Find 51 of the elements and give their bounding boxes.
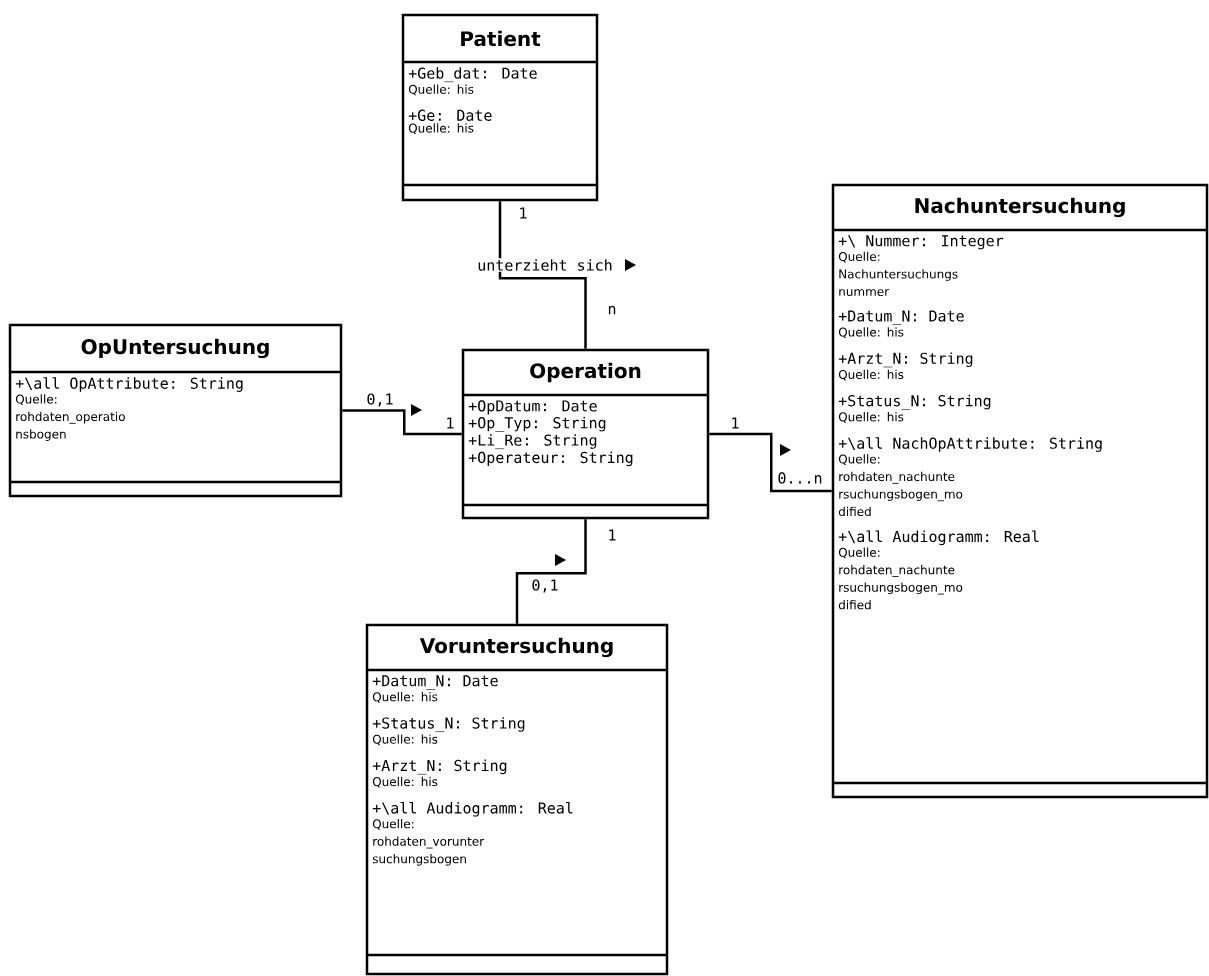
attribute-text: +OpDatum: Date (468, 400, 597, 415)
attribute-text: +Arzt_N: String (372, 759, 507, 775)
attribute-text: +Li_Re: String (468, 434, 597, 450)
class-name: Nachuntersuchung (915, 197, 1125, 218)
association-line (498, 201, 587, 349)
class-box (365, 623, 669, 976)
source-note: Quelle: rohdaten_vorunter suchungsbogen (372, 819, 485, 866)
source-note: Quelle: his (838, 369, 904, 381)
multiplicity-label: 0,1 (532, 579, 558, 593)
class-name: Voruntersuchung (419, 637, 613, 658)
attribute-text: +Arzt_N: String (838, 352, 973, 368)
class-box (461, 348, 710, 520)
attribute-text: +\ Nummer: Integer (838, 235, 1004, 250)
attribute-text: +\all NachOpAttribute: String (838, 437, 1102, 452)
multiplicity-label: 0,1 (367, 393, 393, 407)
attribute-text: +Ge: Date (408, 109, 492, 121)
class-name: OpUntersuchung (81, 338, 269, 359)
attribute-text: +\all Audiogramm: Real (838, 530, 1039, 546)
source-note: Quelle: his (372, 734, 438, 746)
source-note: Quelle: rohdaten_nachunte rsuchungsbogen_mo dified (838, 454, 963, 517)
source-note: Quelle: rohdaten_operatio nsbogen (15, 394, 125, 441)
attribute-text: +Datum_N: Date (838, 310, 964, 325)
association-line (342, 409, 462, 436)
multiplicity-label: n (608, 305, 616, 315)
attribute-text: +Operateur: String (468, 451, 633, 467)
edge-label: unterzieht sich (476, 258, 614, 272)
source-note: Quelle: rohdaten_nachunte rsuchungsbogen_mo dified (838, 547, 963, 610)
attribute-text: +Status_N: String (372, 717, 525, 733)
attribute-text: +\all OpAttribute: String (15, 377, 243, 392)
class-box (401, 13, 599, 202)
source-note: Quelle: his (372, 692, 438, 703)
class-box (8, 323, 343, 498)
source-note: Quelle: his (838, 412, 904, 423)
source-note: Quelle: his (372, 776, 438, 788)
source-note: Quelle: his (408, 123, 474, 134)
multiplicity-label: 1 (447, 417, 454, 429)
attribute-text: +Datum_N: Date (372, 675, 498, 690)
class-box (831, 183, 1209, 799)
attribute-text: +Geb_dat: Date (408, 67, 537, 83)
source-note: Quelle: Nachuntersuchungs nummer (838, 251, 958, 297)
multiplicity-label: 1 (732, 417, 739, 429)
attribute-text: +\all Audiogramm: Real (372, 801, 573, 817)
class-name: Operation (530, 362, 641, 383)
association-line (515, 519, 587, 624)
source-note: Quelle: his (408, 84, 474, 96)
attribute-text: +Op_Typ: String (468, 416, 606, 432)
class-name: Patient (461, 30, 541, 47)
attribute-text: +Status_N: String (838, 394, 991, 410)
multiplicity-label: 0...n (778, 472, 822, 484)
association-line (709, 432, 832, 493)
source-note: Quelle: his (838, 327, 904, 338)
